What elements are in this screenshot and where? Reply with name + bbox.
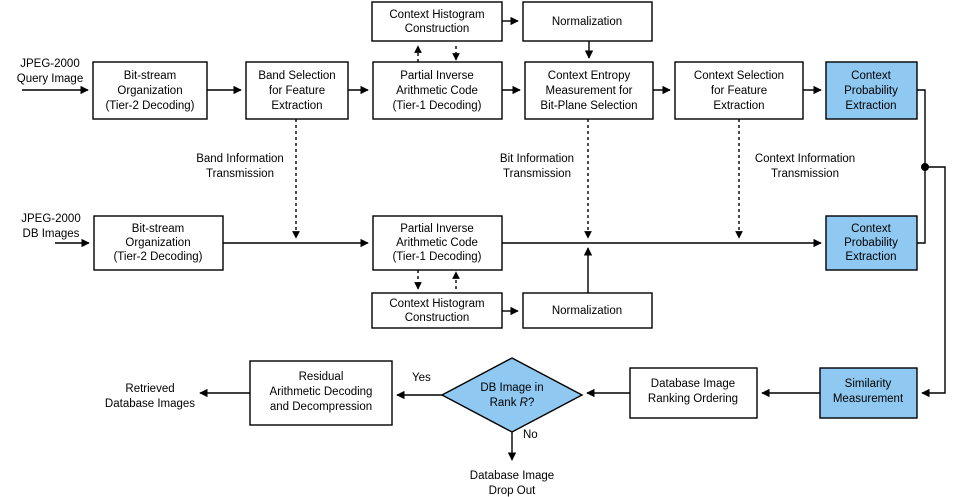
node-label-line: Normalization [552,305,622,317]
node-query-bitstream[interactable]: Bit-stream Organization (Tier-2 Decoding… [92,61,208,120]
node-box [524,61,654,120]
node-label-line: Context Histogram [389,9,484,21]
node-label-line: Extraction [845,251,896,263]
band-transmission-line2: Transmission [206,168,274,180]
node-box [819,367,918,419]
node-query-histogram[interactable]: Context Histogram Construction [371,1,503,42]
node-box [674,61,804,120]
node-label-line: (Tier-1 Decoding) [392,251,481,263]
node-label-line: Probability [844,85,898,97]
node-db-normalization[interactable]: Normalization [522,292,653,329]
band-transmission-line1: Band Information [196,153,284,165]
node-box [92,61,208,120]
node-db-partial-inverse[interactable]: Partial Inverse Arithmetic Code (Tier-1 … [372,215,503,271]
node-label-line: (Tier-2 Decoding) [105,100,194,112]
node-label-line: Arithmetic Decoding [270,386,373,398]
bit-transmission-line2: Transmission [503,168,571,180]
node-label-line: Bit-stream [132,223,184,235]
node-label-line: Arithmetic Code [396,85,478,97]
node-box [825,61,918,120]
node-query-partial-inverse[interactable]: Partial Inverse Arithmetic Code (Tier-1 … [372,61,503,120]
context-transmission-line2: Transmission [771,168,839,180]
query-input-line1: JPEG-2000 [20,58,79,70]
db-input-line1: JPEG-2000 [21,213,80,225]
node-query-normalization[interactable]: Normalization [522,1,653,42]
node-label-line: Partial Inverse [400,223,474,235]
node-label-line: Context [851,70,891,82]
node-box [372,215,503,271]
node-residual-decoding[interactable]: Residual Arithmetic Decoding and Decompr… [249,360,393,426]
node-label-line: Context [851,223,891,235]
node-box [371,1,503,42]
node-label-line: Organization [125,237,190,249]
node-db-context-probability[interactable]: Context Probability Extraction [825,215,918,271]
node-label-line: Normalization [552,16,622,28]
node-label-line: Context Histogram [389,298,484,310]
node-label-line: Band Selection [258,70,335,82]
node-context-entropy[interactable]: Context Entropy Measurement for Bit-Plan… [524,61,654,120]
label-db-input: JPEG-2000 DB Images [21,213,80,240]
node-label-line: Residual [299,371,344,383]
node-label-line: Similarity [845,378,892,390]
edge-label-yes: Yes [412,372,431,384]
node-label-line: Ranking Ordering [648,393,738,405]
node-label-line: Bit-Plane Selection [540,100,637,112]
dropout-output-line1: Database Image [470,470,554,482]
node-label-line: Measurement for [546,85,633,97]
node-label-line: (Tier-1 Decoding) [392,100,481,112]
node-similarity-measurement[interactable]: Similarity Measurement [819,367,918,419]
node-label-line: for Feature [269,85,325,97]
node-ranking-ordering[interactable]: Database Image Ranking Ordering [629,367,758,419]
db-input-line2: DB Images [23,228,80,240]
label-retrieved-output: Retrieved Database Images [105,383,195,410]
retrieved-output-line1: Retrieved [125,383,174,395]
node-box [249,360,393,426]
node-label-line: Context Entropy [548,70,631,82]
retrieved-output-line2: Database Images [105,398,195,410]
node-label-line: Construction [405,23,470,35]
node-query-context-probability[interactable]: Context Probability Extraction [825,61,918,120]
node-label-line: Probability [844,237,898,249]
node-box [245,61,349,120]
edge-label-no: No [523,429,538,441]
node-db-histogram[interactable]: Context Histogram Construction [371,292,503,329]
query-input-line2: Query Image [17,73,83,85]
node-label-line: Extraction [845,100,896,112]
edge-collector-to-similarity [921,166,946,398]
node-label-line: Construction [405,312,470,324]
node-box [522,292,653,329]
label-band-information-transmission: Band Information Transmission [196,153,284,180]
label-context-information-transmission: Context Information Transmission [755,153,855,180]
node-label-line: Database Image [651,378,735,390]
label-bit-information-transmission: Bit Information Transmission [500,153,574,180]
context-transmission-line1: Context Information [755,153,855,165]
node-label-line: and Decompression [270,401,372,413]
node-label-line: Measurement [833,393,904,405]
node-label-line: Partial Inverse [400,70,474,82]
node-band-selection[interactable]: Band Selection for Feature Extraction [245,61,349,120]
decision-diamond [440,357,584,433]
node-rank-decision[interactable]: DB Image in Rank R? [440,357,584,433]
node-label-line: (Tier-2 Decoding) [113,251,202,263]
decision-label-line2: Rank R? [490,397,535,409]
decision-label-line1: DB Image in [480,382,543,394]
node-label-line: Extraction [271,100,322,112]
node-box [522,1,653,42]
node-label-line: Extraction [713,100,764,112]
node-label-line: Context Selection [694,70,784,82]
bit-transmission-line1: Bit Information [500,153,574,165]
dropout-output-line2: Drop Out [489,485,536,497]
node-context-selection[interactable]: Context Selection for Feature Extraction [674,61,804,120]
node-label-line: Bit-stream [124,70,176,82]
node-box [629,367,758,419]
node-db-bitstream[interactable]: Bit-stream Organization (Tier-2 Decoding… [93,215,224,271]
node-box [825,215,918,271]
label-query-input: JPEG-2000 Query Image [17,58,83,85]
label-dropout-output: Database Image Drop Out [470,470,554,497]
node-label-line: Organization [117,85,182,97]
node-label-line: for Feature [711,85,767,97]
node-label-line: Arithmetic Code [396,237,478,249]
node-box [93,215,224,271]
